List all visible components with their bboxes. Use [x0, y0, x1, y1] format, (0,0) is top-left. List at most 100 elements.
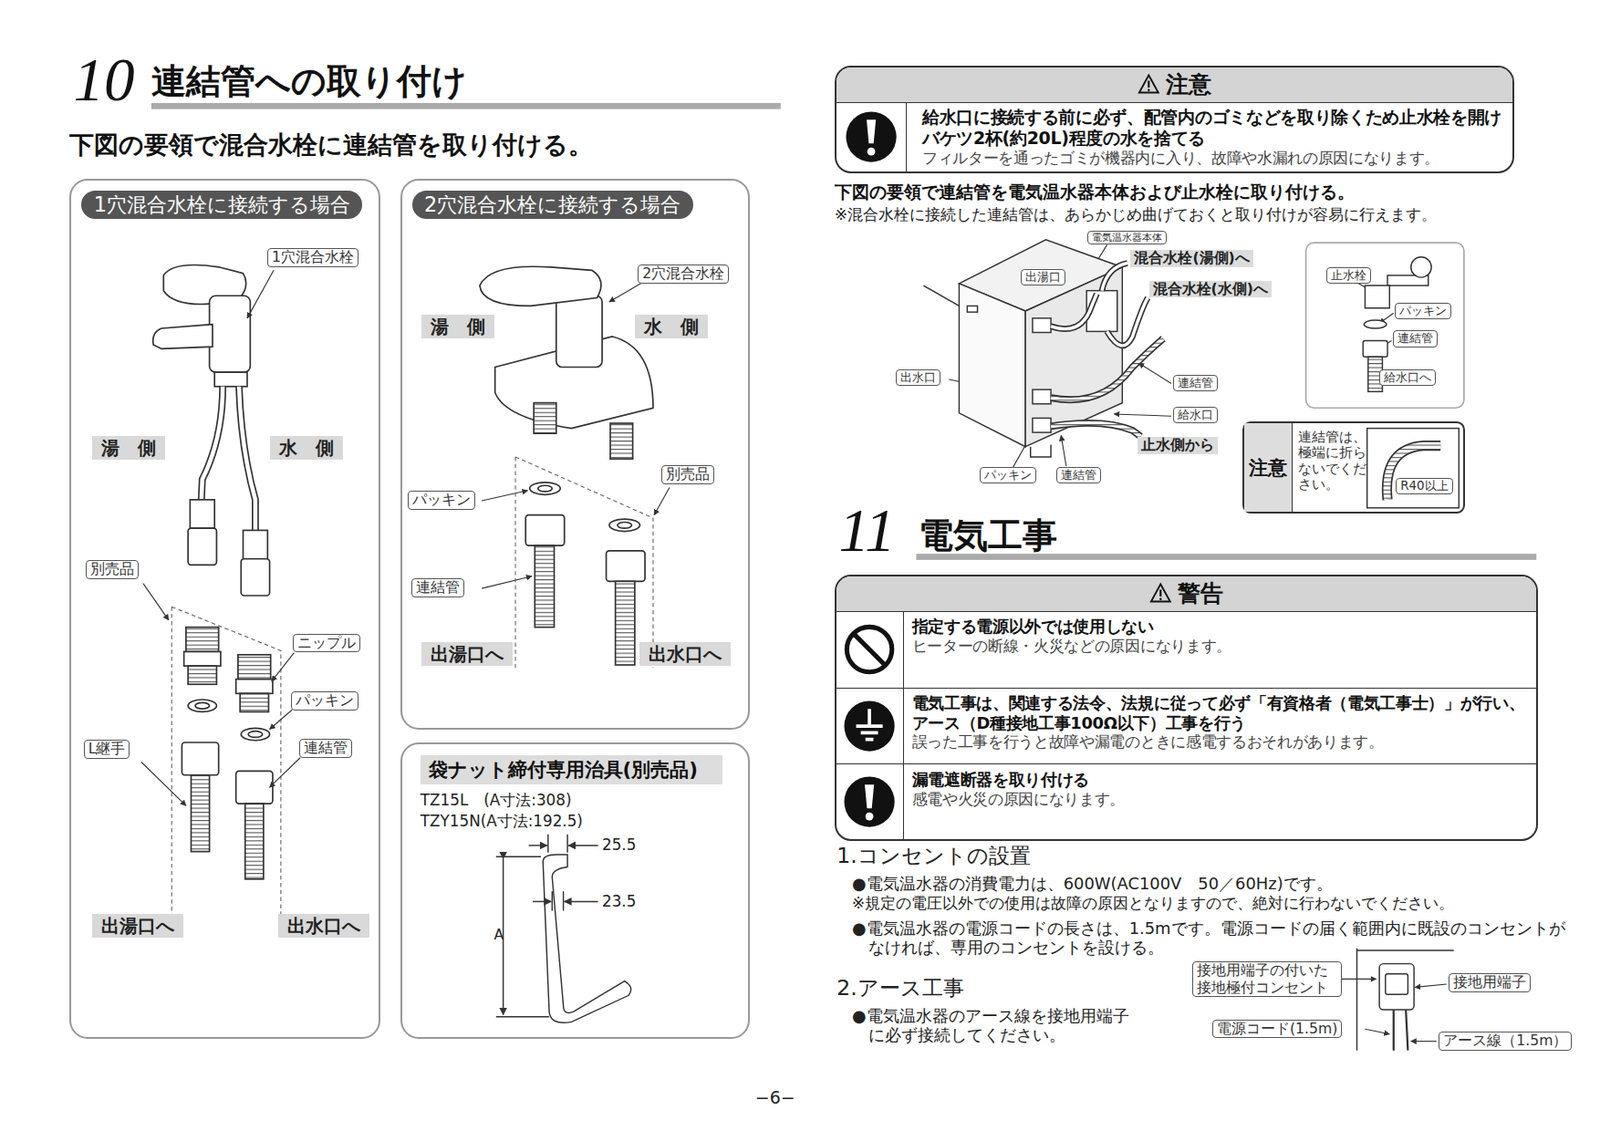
- single-hole-faucet-part: [238, 386, 256, 531]
- leader-lines-part: [1138, 363, 1172, 384]
- tri-icon-part: [1159, 590, 1162, 597]
- nut-tool-part: [542, 854, 631, 1023]
- text-cell: 漏電遮断器を取り付ける感電や火災の原因になります。: [903, 764, 1537, 840]
- nut-tool-part: [496, 855, 541, 857]
- leader-lines-part: [481, 576, 532, 589]
- single-hole-parts-part: [238, 654, 271, 680]
- warning-heading: 指定する電源以外では使用しない: [912, 616, 1528, 636]
- single-hole-parts-part: [190, 775, 209, 852]
- direction-label: 水 側: [270, 436, 343, 460]
- leader-lines-part: [1060, 435, 1067, 467]
- part-callout: 連結管: [299, 738, 353, 759]
- nut-tool-part: [551, 891, 553, 911]
- part-callout: 1穴混合水栓: [267, 248, 359, 268]
- leader-lines-part: [141, 761, 187, 806]
- stop-valve-part: [1363, 320, 1387, 329]
- part-callout: 給水口へ: [1379, 369, 1436, 386]
- warning-row: 漏電遮断器を取り付ける感電や火災の原因になります。: [836, 763, 1537, 840]
- note-text: ●電気温水器のアース線を接地用端子に必ず接続してください。: [851, 1006, 1144, 1046]
- part-callout: アース線（1.5m）: [1438, 1031, 1572, 1051]
- part-callout: 出湯口: [1020, 269, 1066, 286]
- box-header: 警告: [836, 576, 1537, 613]
- stop-valve-part: [1364, 285, 1390, 309]
- single-hole-faucet-part: [187, 528, 217, 565]
- optional-part-bracket: [515, 457, 654, 668]
- single-hole-faucet-part: [214, 372, 248, 387]
- single-hole-parts-part: [186, 627, 219, 653]
- part-callout: パッキン: [290, 691, 359, 711]
- nut-tool-part: [562, 891, 564, 911]
- water-heater-part: [1050, 423, 1141, 437]
- water-heater-part: [1032, 389, 1051, 405]
- excl-icon-part: [845, 112, 896, 163]
- two-hole-faucet-part: [538, 485, 553, 492]
- direction-label: 水 側: [634, 314, 708, 339]
- leader-lines-part: [609, 283, 642, 302]
- warning-body: ヒーターの断線・火災などの原因になります。: [912, 636, 1528, 655]
- leader-lines-part: [271, 653, 295, 682]
- single-hole-faucet: [153, 264, 271, 596]
- note-text: ※混合水栓に接続した連結管は、あらかじめ曲げておくと取り付けが容易に行えます。: [834, 205, 1437, 224]
- note-text: ●電気温水器の電源コードの長さは、1.5mです。電源コードの届く範囲内に既設のコ…: [851, 918, 1573, 958]
- two-hole-faucet-part: [610, 423, 634, 459]
- leader-lines-part: [481, 490, 528, 501]
- single-hole-parts-part: [181, 742, 219, 776]
- warning-row: 指定する電源以外では使用しないヒーターの断線・火災などの原因になります。: [836, 612, 1537, 688]
- water-heater-part: [1107, 297, 1149, 345]
- water-heater-part: [1050, 423, 1141, 437]
- single-hole-parts-part: [248, 731, 263, 738]
- outlet-figure-part: [1379, 964, 1414, 1010]
- water-heater-part: [1050, 338, 1164, 400]
- two-hole-faucet-part: [529, 482, 562, 495]
- single-hole-faucet-part: [153, 324, 213, 350]
- outlet-figure-part: [1385, 974, 1409, 995]
- panel-heading: 袋ナット締付専用治具(別売品): [420, 755, 723, 785]
- note-text: 電気工事: [918, 515, 1058, 558]
- excl-icon-part: [864, 784, 874, 809]
- water-heater-part: [1050, 293, 1097, 330]
- tri-icon: [1137, 72, 1161, 96]
- ground-icon: [842, 699, 896, 753]
- two-hole-faucet-part: [556, 295, 603, 367]
- water-heater-part: [1032, 318, 1051, 333]
- page-title: 連結管への取り付け: [151, 61, 468, 104]
- panel-heading: 2穴混合水栓に接続する場合: [412, 190, 694, 219]
- water-heater-part: [1025, 267, 1123, 447]
- section-number: 11: [839, 499, 896, 562]
- leader-lines-part: [270, 758, 302, 788]
- instruction-panel: 2穴混合水栓に接続する場合: [400, 178, 751, 730]
- single-hole-faucet-part: [243, 529, 269, 559]
- section-number: 10: [73, 49, 136, 111]
- part-callout: 接地用端子: [1448, 973, 1531, 993]
- warning-row: 電気工事は、関連する法令、法規に従って必ず「有資格者（電気工事士）」が行い、アー…: [836, 687, 1537, 765]
- part-callout: パッキン: [1394, 302, 1452, 320]
- box-heading: 警告: [1177, 580, 1224, 608]
- two-hole-faucet-part: [606, 550, 645, 582]
- warning-box: 警告指定する電源以外では使用しないヒーターの断線・火災などの原因になります。電気…: [834, 574, 1538, 842]
- water-heater: [923, 239, 1164, 458]
- single-hole-faucet-part: [189, 499, 215, 529]
- part-callout: 連結管: [1056, 467, 1102, 484]
- note-text: 下図の要領で連結管を電気温水器本体および止水栓に取り付ける。: [834, 181, 1355, 203]
- optional-part-bracket: [171, 606, 281, 924]
- caution-box: 注意給水口に接続する前に必ず、配管内のゴミなどを取り除くため止水栓を開けバケツ2…: [834, 65, 1515, 175]
- tri-icon-part: [1159, 598, 1162, 601]
- note-text: 1.コンセントの設置: [836, 842, 1030, 869]
- note-text: ※規定の電圧以外での使用は故障の原因となりますので、絶対に行わないでください。: [851, 893, 1455, 913]
- part-callout: L継手: [83, 739, 131, 759]
- tool-panel: 袋ナット締付専用治具(別売品): [400, 742, 751, 1039]
- box-heading: 注意: [1165, 71, 1212, 99]
- leader-lines-part: [1364, 1028, 1390, 1035]
- nut-tool-part: [564, 901, 599, 903]
- water-heater-part: [1030, 445, 1051, 458]
- note-body: 連結管は、極端に折らないでください。: [1298, 429, 1374, 494]
- two-hole-faucet-part: [615, 581, 635, 665]
- icon-cell: [836, 103, 907, 173]
- leader-lines-part: [143, 583, 169, 621]
- ground-icon-part: [856, 708, 884, 739]
- nut-tool-part: [496, 1016, 550, 1018]
- water-heater-part: [966, 305, 977, 312]
- part-callout: ニップル: [292, 633, 361, 654]
- excl-icon-part: [865, 812, 874, 821]
- two-hole-faucet-part: [525, 515, 564, 547]
